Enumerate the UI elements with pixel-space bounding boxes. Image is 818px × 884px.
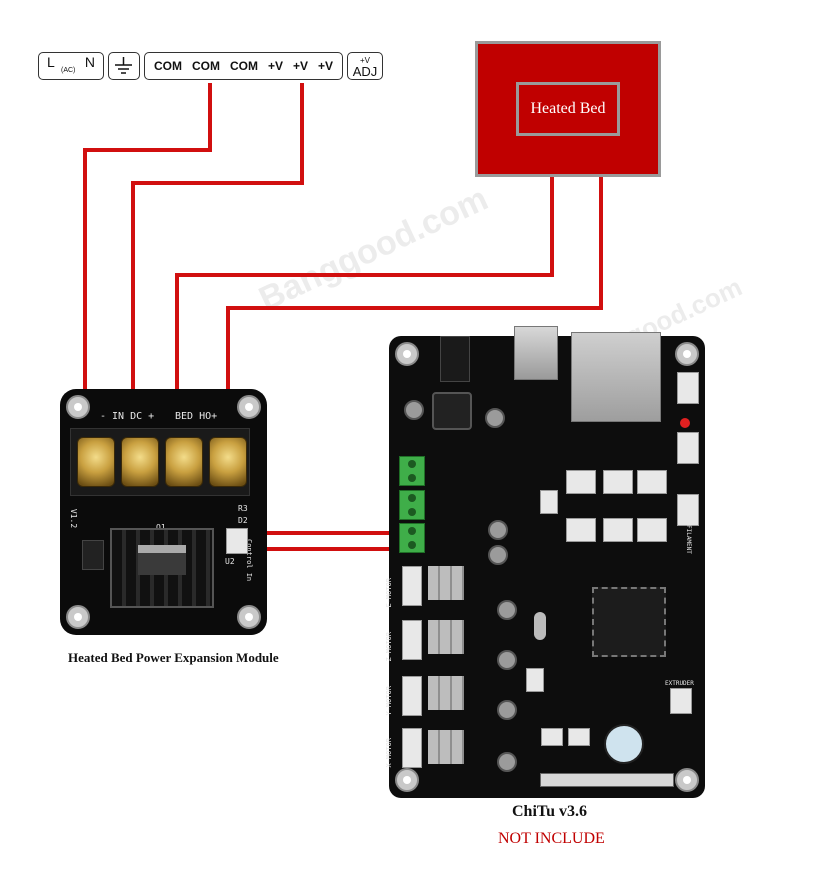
psu-ac-label: (AC) [61, 67, 76, 74]
x-motor-label: X-MOTOR [385, 738, 393, 768]
screw-terminal-ho [209, 437, 247, 487]
screw-terminal-dc-minus [77, 437, 115, 487]
capacitor [497, 600, 517, 620]
microcontroller-chip [592, 587, 666, 657]
psu-n-label: N [84, 54, 95, 70]
mounting-hole [66, 605, 90, 629]
capacitor [485, 408, 505, 428]
dc-jack [440, 336, 470, 382]
crystal-oscillator [534, 612, 546, 640]
screw-terminal-bed [165, 437, 203, 487]
capacitor [488, 520, 508, 540]
capacitor [497, 752, 517, 772]
psu-adj-top: +V [359, 56, 370, 65]
thermistor-connector [541, 728, 563, 746]
psu-adj-bottom: ADJ [352, 64, 378, 79]
buzzer [604, 724, 644, 764]
psu-output-com-2: COM [191, 59, 220, 73]
capacitor [404, 400, 424, 420]
status-led [680, 418, 690, 428]
heated-bed-label: Heated Bed [516, 82, 620, 136]
wire-bed-to-bed-terminal [175, 177, 554, 430]
module-caption: Heated Bed Power Expansion Module [68, 650, 279, 665]
screw-terminal-dc-plus [121, 437, 159, 487]
endstop-z-max-connector [637, 518, 667, 542]
e-motor-connector [402, 566, 422, 606]
thermistor-connector [568, 728, 590, 746]
stepper-driver-heatsink [428, 730, 464, 764]
silk-version: V1.2 [69, 508, 79, 529]
connector [677, 432, 699, 464]
psu-ground-terminal [108, 52, 140, 80]
wire-bed-to-ho-terminal [226, 177, 603, 430]
psu-output-terminals: COM COM COM +V +V +V [144, 52, 343, 80]
control-in-connector [226, 528, 248, 554]
psu-output-v-2: +V [292, 59, 308, 73]
mounting-hole [237, 605, 261, 629]
silk-u2: U2 [225, 557, 235, 566]
connector [677, 372, 699, 404]
endstop-y-max-connector [603, 518, 633, 542]
inductor [432, 392, 472, 430]
sd-card-slot [571, 332, 661, 422]
silk-d2: D2 [238, 516, 248, 525]
filament-label: FILAMENT [685, 525, 692, 554]
wire-com-to-dc-minus [83, 83, 212, 430]
capacitor [488, 545, 508, 565]
z-motor-label: Z-MOTOR [385, 632, 393, 662]
not-included-note: NOT INCLUDE [498, 830, 605, 847]
fan-connector [540, 490, 558, 514]
power-terminal [399, 456, 425, 486]
heated-bed [475, 41, 661, 177]
psu-l-label: L [47, 54, 55, 70]
mounting-hole [66, 395, 90, 419]
capacitor [497, 650, 517, 670]
endstop-y-connector [603, 470, 633, 494]
silk-q1: Q1 [156, 523, 166, 532]
filament-sensor-connector [677, 494, 699, 526]
mounting-hole [675, 768, 699, 792]
silk-bed: BED HO+ [175, 411, 218, 422]
mounting-hole [395, 342, 419, 366]
psu-output-com-3: COM [229, 59, 258, 73]
psu-output-v-1: +V [267, 59, 283, 73]
y-motor-label: Y-MOTOR [385, 686, 393, 716]
optocoupler-u1 [82, 540, 104, 570]
stepper-driver-heatsink [428, 620, 464, 654]
usb-port [514, 326, 558, 380]
x-motor-connector [402, 728, 422, 768]
extruder-label: EXTRUDER [665, 680, 694, 687]
connector [526, 668, 544, 692]
silk-dc-in: - IN DC + [100, 411, 155, 422]
wire-v-to-dc-plus [131, 83, 304, 430]
y-motor-connector [402, 676, 422, 716]
endstop-z-connector [637, 470, 667, 494]
e-motor-label: E-MOTOR [385, 578, 393, 608]
psu-output-v-3: +V [317, 59, 333, 73]
heated-bed-output-terminal [399, 523, 425, 553]
extruder-connector [670, 688, 692, 714]
psu-ac-input-terminal: L (AC) N [38, 52, 104, 80]
board-caption: ChiTu v3.6 [512, 803, 587, 820]
mounting-hole [675, 342, 699, 366]
stepper-driver-heatsink [428, 566, 464, 600]
lcd-ffc-connector [540, 773, 674, 787]
control-in-label: Control In [245, 539, 253, 582]
screw-terminal-block [70, 428, 250, 496]
capacitor [497, 700, 517, 720]
psu-adjust-terminal: +V ADJ [347, 52, 383, 80]
endstop-x-max-connector [566, 518, 596, 542]
silk-r3: R3 [238, 504, 248, 513]
stepper-driver-heatsink [428, 676, 464, 710]
mounting-hole [395, 768, 419, 792]
endstop-x-connector [566, 470, 596, 494]
z-motor-connector [402, 620, 422, 660]
mounting-hole [237, 395, 261, 419]
power-terminal [399, 490, 425, 520]
mosfet-q1 [138, 545, 186, 575]
psu-output-com-1: COM [153, 59, 182, 73]
ground-icon [115, 57, 132, 74]
